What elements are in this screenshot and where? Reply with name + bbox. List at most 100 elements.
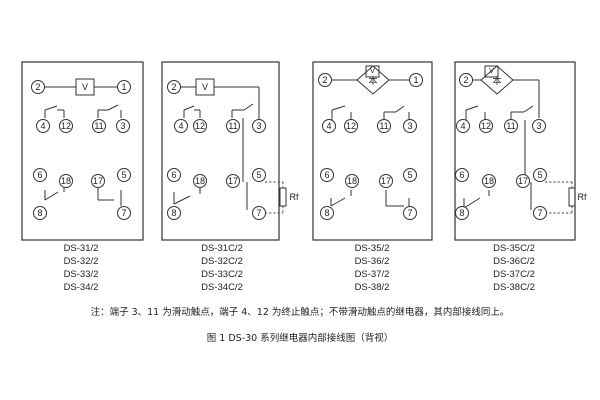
svg-text:17: 17 — [93, 176, 103, 186]
svg-text:18: 18 — [347, 176, 357, 186]
svg-text:1: 1 — [413, 75, 418, 85]
terminal: 3 — [116, 119, 130, 133]
terminal: 11 — [92, 119, 106, 133]
svg-text:6: 6 — [324, 170, 329, 180]
terminal: 5 — [252, 168, 266, 182]
svg-text:18: 18 — [195, 176, 205, 186]
svg-text:5: 5 — [407, 170, 412, 180]
terminal: 2 — [31, 80, 45, 94]
svg-text:6: 6 — [37, 170, 42, 180]
terminal: 1 — [409, 73, 423, 87]
terminal: 12 — [193, 119, 207, 133]
footnote: 注：端子 3、11 为滑动触点，端子 4、12 为终止触点；不带滑动触点的继电器… — [90, 307, 510, 318]
terminal: 5 — [403, 168, 417, 182]
svg-text:7: 7 — [537, 208, 542, 218]
svg-text:4: 4 — [326, 121, 331, 131]
terminal: 7 — [533, 206, 547, 220]
svg-text:11: 11 — [94, 121, 103, 131]
terminal: 4 — [36, 119, 50, 133]
svg-text:17: 17 — [228, 176, 238, 186]
svg-text:4: 4 — [460, 121, 465, 131]
svg-text:3: 3 — [120, 121, 125, 131]
panel-ds-35c: 本 V Rf — [454, 61, 587, 241]
terminal: 5 — [117, 168, 131, 182]
terminal: 2 — [459, 73, 473, 87]
model-list: DS-31/2 DS-32/2 DS-33/2 DS-34/2 DS-31C/2… — [64, 243, 535, 293]
rectifier-bridge-symbol — [356, 65, 390, 95]
panel-frame — [21, 61, 144, 241]
terminal: 8 — [455, 206, 469, 220]
panel-ds-35: 本 V — [312, 61, 433, 241]
svg-text:12: 12 — [195, 121, 205, 131]
svg-text:8: 8 — [324, 208, 329, 218]
voltmeter-coil-label: V — [82, 82, 88, 92]
terminal: 17 — [91, 174, 105, 188]
rectifier-bridge-symbol — [480, 65, 514, 95]
terminal: 3 — [252, 119, 266, 133]
model-label: DS-35C/2 — [493, 243, 535, 254]
terminal: 17 — [379, 174, 393, 188]
terminal: 12 — [344, 119, 358, 133]
svg-text:2: 2 — [35, 82, 40, 92]
svg-text:8: 8 — [37, 208, 42, 218]
terminal: 8 — [167, 206, 181, 220]
terminal: 11 — [226, 119, 240, 133]
figure-caption: 图 1 DS-30 系列继电器内部接线图（背视） — [206, 333, 394, 344]
svg-text:5: 5 — [121, 170, 126, 180]
model-label: DS-36/2 — [355, 256, 390, 267]
svg-text:3: 3 — [407, 121, 412, 131]
svg-text:2: 2 — [171, 82, 176, 92]
resistor-rf — [279, 187, 287, 207]
terminal: 18 — [345, 174, 359, 188]
terminal: 12 — [479, 119, 493, 133]
svg-text:8: 8 — [459, 208, 464, 218]
terminal: 6 — [455, 168, 469, 182]
svg-text:3: 3 — [256, 121, 261, 131]
model-label: DS-31C/2 — [201, 243, 243, 254]
terminal: 18 — [59, 174, 73, 188]
terminal: 4 — [174, 119, 188, 133]
model-label: DS-31/2 — [64, 243, 99, 254]
svg-text:12: 12 — [61, 121, 71, 131]
terminal: 18 — [193, 174, 207, 188]
svg-text:11: 11 — [506, 121, 515, 131]
terminal: 8 — [33, 206, 47, 220]
resistor-rf — [568, 187, 576, 207]
voltmeter-coil-symbol — [484, 65, 499, 78]
model-label: DS-36C/2 — [493, 256, 535, 267]
terminal: 7 — [403, 206, 417, 220]
svg-text:7: 7 — [121, 208, 126, 218]
svg-text:17: 17 — [518, 176, 528, 186]
terminal: 3 — [403, 119, 417, 133]
model-label: DS-38C/2 — [493, 282, 535, 293]
svg-text:1: 1 — [121, 82, 126, 92]
svg-text:3: 3 — [536, 121, 541, 131]
panel-ds-31c: V Rf — [161, 61, 299, 241]
svg-text:7: 7 — [407, 208, 412, 218]
svg-text:4: 4 — [40, 121, 45, 131]
resistor-label: Rf — [578, 192, 587, 202]
resistor-label: Rf — [290, 192, 299, 202]
voltmeter-coil-symbol — [195, 78, 215, 96]
svg-text:5: 5 — [537, 170, 542, 180]
terminal: 3 — [532, 119, 546, 133]
model-label: DS-37C/2 — [493, 269, 535, 280]
svg-text:12: 12 — [481, 121, 491, 131]
model-label: DS-33C/2 — [201, 269, 243, 280]
terminal: 2 — [167, 80, 181, 94]
model-label: DS-35/2 — [355, 243, 390, 254]
model-label: DS-32C/2 — [201, 256, 243, 267]
rectifier-label: 本 — [492, 75, 501, 86]
terminal: 17 — [516, 174, 530, 188]
terminal: 8 — [320, 206, 334, 220]
terminal: 12 — [59, 119, 73, 133]
svg-text:2: 2 — [463, 75, 468, 85]
model-label: DS-34C/2 — [201, 282, 243, 293]
terminal: 6 — [33, 168, 47, 182]
svg-text:7: 7 — [256, 208, 261, 218]
voltmeter-coil-label: V — [489, 68, 494, 75]
model-label: DS-34/2 — [64, 282, 99, 293]
terminal: 5 — [533, 168, 547, 182]
terminal: 11 — [504, 119, 518, 133]
terminal: 1 — [117, 80, 131, 94]
